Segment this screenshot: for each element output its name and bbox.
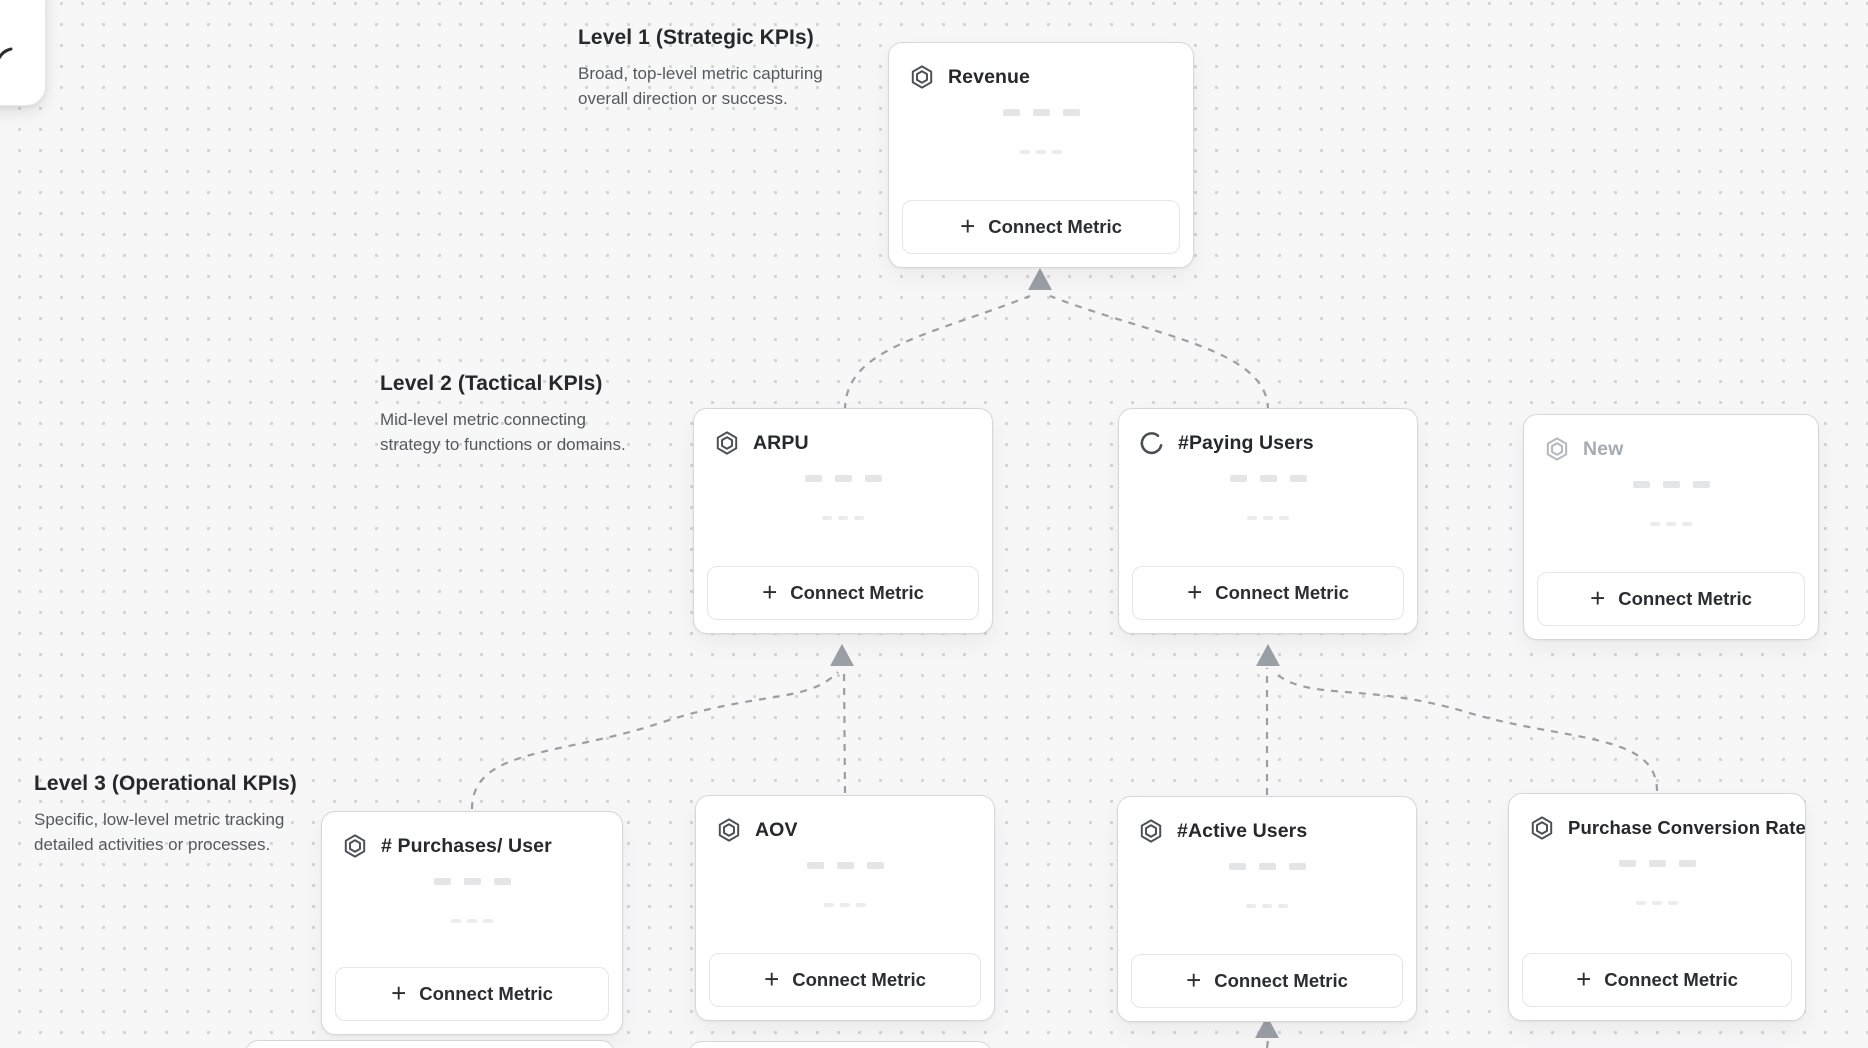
level-2-description: Mid-level metric connecting strategy to … — [380, 410, 626, 454]
chart-skeleton — [1118, 863, 1416, 908]
card-header: AOV — [696, 796, 994, 843]
chart-skeleton — [1524, 481, 1818, 526]
metric-card-purchases-per-user[interactable]: # Purchases/ User + Connect Metric — [321, 811, 623, 1035]
level-1-heading: Level 1 (Strategic KPIs) Broad, top-leve… — [578, 26, 840, 111]
spinner-icon — [1139, 430, 1165, 456]
connector-pcr-to-payingusers — [1273, 671, 1659, 792]
connector-below-activeusers — [1265, 1039, 1270, 1048]
connect-metric-label: Connect Metric — [419, 983, 553, 1004]
chart-skeleton — [322, 878, 622, 923]
chart-skeleton — [1509, 860, 1805, 905]
connect-metric-label: Connect Metric — [1618, 588, 1752, 609]
metric-card-paying-users[interactable]: #Paying Users + Connect Metric — [1118, 408, 1418, 634]
level-1-title: Level 1 (Strategic KPIs) — [578, 26, 814, 49]
metric-card-title: #Paying Users — [1178, 431, 1314, 454]
connector-aov-to-arpu — [842, 667, 847, 794]
metric-card-arpu[interactable]: ARPU + Connect Metric — [693, 408, 993, 634]
connect-metric-button[interactable]: + Connect Metric — [707, 566, 979, 620]
arrowhead-revenue — [1028, 268, 1052, 290]
connect-metric-label: Connect Metric — [1215, 582, 1349, 603]
connect-metric-label: Connect Metric — [792, 969, 926, 990]
hexagon-icon — [909, 64, 935, 90]
cursor-icon — [0, 47, 13, 60]
level-3-description: Specific, low-level metric tracking deta… — [34, 810, 285, 854]
metric-card-title: ARPU — [753, 431, 809, 454]
metric-card-title: New — [1583, 437, 1624, 460]
connector-payingusers-to-revenue — [1049, 294, 1270, 411]
metric-card-title: AOV — [755, 818, 798, 841]
metric-card-title: Purchase Conversion Rate — [1568, 817, 1806, 838]
connect-metric-label: Connect Metric — [1214, 970, 1348, 991]
metric-card-aov[interactable]: AOV + Connect Metric — [695, 795, 995, 1021]
chart-skeleton — [694, 475, 992, 520]
connect-metric-button[interactable]: + Connect Metric — [902, 200, 1180, 254]
chart-skeleton — [696, 862, 994, 907]
chart-skeleton — [1119, 475, 1417, 520]
card-header: #Active Users — [1118, 797, 1416, 844]
connect-metric-button[interactable]: + Connect Metric — [335, 967, 609, 1021]
partial-metric-card[interactable] — [688, 1041, 992, 1048]
connect-metric-label: Connect Metric — [790, 582, 924, 603]
connect-metric-button[interactable]: + Connect Metric — [1132, 566, 1404, 620]
level-3-heading: Level 3 (Operational KPIs) Specific, low… — [34, 772, 306, 857]
partial-metric-card[interactable] — [245, 1040, 615, 1048]
card-header: # Purchases/ User — [322, 812, 622, 859]
hexagon-icon — [1529, 815, 1555, 841]
metric-card-active-users[interactable]: #Active Users + Connect Metric — [1117, 796, 1417, 1022]
level-2-title: Level 2 (Tactical KPIs) — [380, 372, 603, 395]
metric-card-title: # Purchases/ User — [381, 834, 552, 857]
connect-metric-button[interactable]: + Connect Metric — [709, 953, 981, 1007]
card-header: Purchase Conversion Rate — [1509, 794, 1806, 841]
metric-card-revenue[interactable]: Revenue + Connect Metric — [888, 42, 1194, 268]
hexagon-icon — [1138, 818, 1164, 844]
toolbar-panel[interactable] — [0, 0, 46, 106]
hexagon-icon — [714, 430, 740, 456]
connect-metric-button[interactable]: + Connect Metric — [1131, 954, 1403, 1008]
connect-metric-button[interactable]: + Connect Metric — [1522, 953, 1792, 1007]
connector-purchases-to-arpu — [470, 671, 839, 810]
level-1-description: Broad, top-level metric capturing overal… — [578, 64, 823, 108]
hexagon-icon — [716, 817, 742, 843]
arrowhead-arpu — [830, 644, 854, 666]
card-header: ARPU — [694, 409, 992, 456]
hexagon-icon — [342, 833, 368, 859]
connect-metric-label: Connect Metric — [988, 216, 1122, 237]
connect-metric-button[interactable]: + Connect Metric — [1537, 572, 1805, 626]
card-header: New — [1524, 415, 1818, 462]
chart-skeleton — [889, 109, 1193, 154]
card-header: #Paying Users — [1119, 409, 1417, 456]
connect-metric-label: Connect Metric — [1604, 969, 1738, 990]
level-2-heading: Level 2 (Tactical KPIs) Mid-level metric… — [380, 372, 628, 457]
metric-card-title: Revenue — [948, 65, 1030, 88]
connector-arpu-to-revenue — [843, 294, 1031, 411]
arrowhead-paying-users — [1256, 644, 1280, 666]
card-header: Revenue — [889, 43, 1193, 90]
metric-card-purchase-conversion-rate[interactable]: Purchase Conversion Rate + Connect Metri… — [1508, 793, 1806, 1021]
hexagon-icon — [1544, 436, 1570, 462]
metric-card-title: #Active Users — [1177, 819, 1308, 842]
level-3-title: Level 3 (Operational KPIs) — [34, 772, 297, 795]
metric-card-new[interactable]: New + Connect Metric — [1523, 414, 1819, 640]
